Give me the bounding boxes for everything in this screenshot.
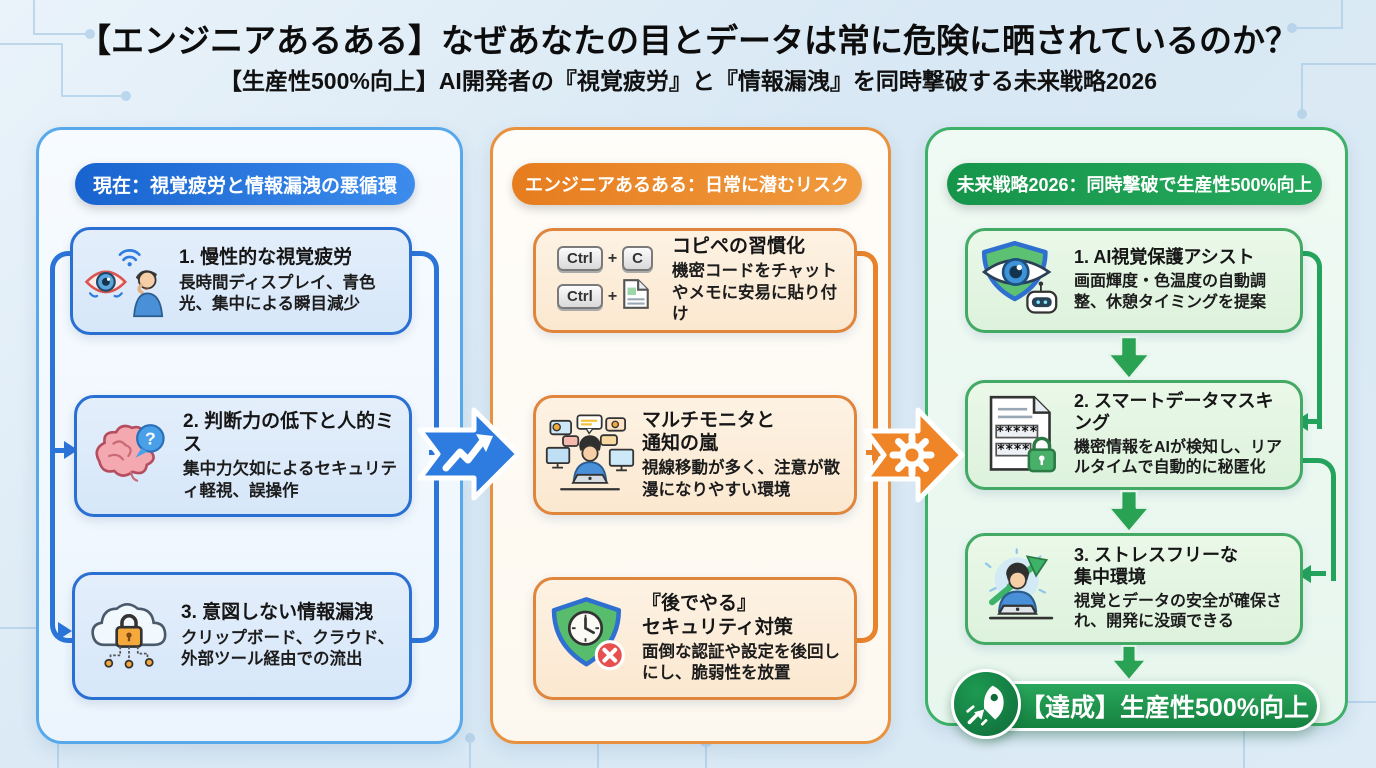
c-key: C (622, 246, 654, 271)
card-copy-paste-habit: Ctrl + C Ctrl + (533, 228, 857, 333)
ctrl-key: Ctrl (556, 284, 603, 309)
card-body: クリップボード、クラウド、外部ツール経由での流出 (181, 628, 395, 669)
card-body: 長時間ディスプレイ、青色光、集中による瞬目減少 (179, 273, 376, 314)
card-stress-free-focus: 3. ストレスフリーな 集中環境 視覚とデータの安全が確保され、開発に没頭できる (965, 533, 1303, 645)
card-multi-monitor-notifications: マルチモニタと 通知の嵐 視線移動が多く、注意が散漫になりやすい環境 (533, 395, 857, 515)
card-unintended-leak: 3. 意図しない情報漏洩 クリップボード、クラウド、外部ツール経由での流出 (72, 572, 412, 700)
gear-icon (889, 432, 935, 478)
future-strategy-header-pill: 未来戦略2026：同時撃破で生産性500%向上 (947, 163, 1322, 205)
card-title: マルチモニタと 通知の嵐 (642, 409, 776, 455)
card-title: 『後でやる』 セキュリティ対策 (642, 593, 793, 638)
question-mark: ? (145, 429, 156, 449)
ctrl-key: Ctrl (556, 246, 603, 271)
flow-arrow-left-to-middle (417, 407, 521, 501)
ctrl-c-keys-icon: Ctrl + C Ctrl + (544, 246, 666, 315)
card-title: 2. 判断力の低下と人的ミス (183, 410, 395, 456)
card-title: 3. ストレスフリーな 集中環境 (1074, 544, 1239, 587)
document-icon (622, 278, 650, 315)
card-title: コピペの習慣化 (672, 236, 806, 258)
card-title: 3. 意図しない情報漏洩 (181, 602, 374, 624)
down-arrow-step1-step2 (1106, 336, 1152, 380)
brain-question-icon: ? (85, 413, 177, 499)
card-title: 1. 慢性的な視覚疲労 (179, 247, 353, 269)
trend-up-arrow-icon (442, 434, 493, 472)
shield-clock-icon (544, 593, 636, 685)
card-body: 集中力欠如によるセキュリティ軽視、誤操作 (183, 460, 398, 500)
rocket-icon (951, 669, 1021, 739)
cycle-arrowhead-to-card3 (58, 622, 72, 640)
shield-eye-robot-icon (976, 237, 1068, 325)
future-bracket-card1-to-card2 (1303, 251, 1322, 429)
person-growth-icon (976, 544, 1068, 634)
card-body: 視覚とデータの安全が確保され、開発に没頭できる (1074, 592, 1283, 631)
masked-document-icon: ***** **** (976, 390, 1068, 480)
multi-monitor-icon (544, 411, 636, 499)
future-bracket-card2-to-card3 (1303, 458, 1336, 581)
page-subtitle: 【生産性500%向上】AI開発者の『視覚疲労』と『情報漏洩』を同時撃破する未来戦… (219, 68, 1157, 94)
plus-sign: + (607, 287, 618, 305)
masked-value-row2: **** (997, 442, 1030, 458)
card-title: 2. スマートデータマスキング (1074, 390, 1274, 433)
eye-strain-icon (81, 241, 173, 321)
masked-value-row1: ***** (996, 424, 1037, 440)
card-smart-data-masking: ***** **** 2. スマートデータマスキング 機密情報をAIが検知し、リ… (965, 380, 1303, 490)
daily-risks-header-pill: エンジニアあるある：日常に潜むリスク (512, 163, 862, 205)
page-title: 【エンジニアあるある】なぜあなたの目とデータは常に危険に晒されているのか？ (77, 22, 1298, 59)
down-arrow-step2-step3 (1107, 490, 1151, 533)
card-title: 1. AI視覚保護アシスト (1074, 247, 1255, 268)
card-procrastinated-security: 『後でやる』 セキュリティ対策 面倒な認証や設定を後回しにし、脆弱性を放置 (533, 577, 857, 700)
flow-arrow-middle-to-right (863, 407, 965, 503)
card-ai-vision-protection: 1. AI視覚保護アシスト 画面輝度・色温度の自動調整、休憩タイミングを提案 (965, 228, 1303, 333)
card-body: 面倒な認証や設定を後回しにし、脆弱性を放置 (642, 642, 840, 683)
card-judgment-decline: ? 2. 判断力の低下と人的ミス 集中力欠如によるセキュリティ軽視、誤操作 (74, 395, 412, 517)
card-body: 視線移動が多く、注意が散漫になりやすい環境 (642, 459, 840, 499)
current-state-header-pill: 現在：視覚疲労と情報漏洩の悪循環 (75, 163, 415, 205)
achievement-label: 【達成】生産性500%向上 (1020, 694, 1309, 722)
card-body: 機密情報をAIが検知し、リアルタイムで自動的に秘匿化 (1074, 438, 1283, 477)
achievement-pill: 【達成】生産性500%向上 (975, 681, 1320, 731)
card-body: 機密コードをチャットやメモに安易に貼り付け (672, 262, 837, 324)
plus-sign: + (607, 249, 618, 267)
down-arrow-step3-achievement (1110, 645, 1148, 681)
cloud-lock-icon (83, 592, 175, 680)
card-chronic-visual-fatigue: 1. 慢性的な視覚疲労 長時間ディスプレイ、青色光、集中による瞬目減少 (70, 227, 412, 335)
card-body: 画面輝度・色温度の自動調整、休憩タイミングを提案 (1074, 273, 1267, 311)
